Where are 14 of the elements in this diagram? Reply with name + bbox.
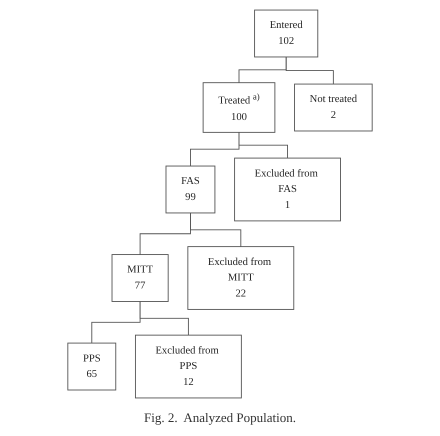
connector-line xyxy=(286,56,334,85)
figure-caption: Fig. 2. Analyzed Population. xyxy=(144,410,296,426)
connector-line xyxy=(238,132,288,159)
connector-line xyxy=(140,301,189,336)
process-box: Not treated 2 xyxy=(294,84,373,132)
process-box: Excluded from PPS 12 xyxy=(134,334,242,398)
process-box: Excluded from FAS 1 xyxy=(234,158,341,222)
connector-line xyxy=(190,212,242,248)
process-box: Excluded from MITT 22 xyxy=(187,246,294,310)
process-box: MITT 77 xyxy=(112,254,169,302)
process-box: FAS 99 xyxy=(166,166,216,214)
process-box: Treated $^{a)}$ 100 xyxy=(202,82,276,133)
process-box: Entered 102 xyxy=(254,10,318,58)
process-box: PPS 65 xyxy=(67,342,116,390)
